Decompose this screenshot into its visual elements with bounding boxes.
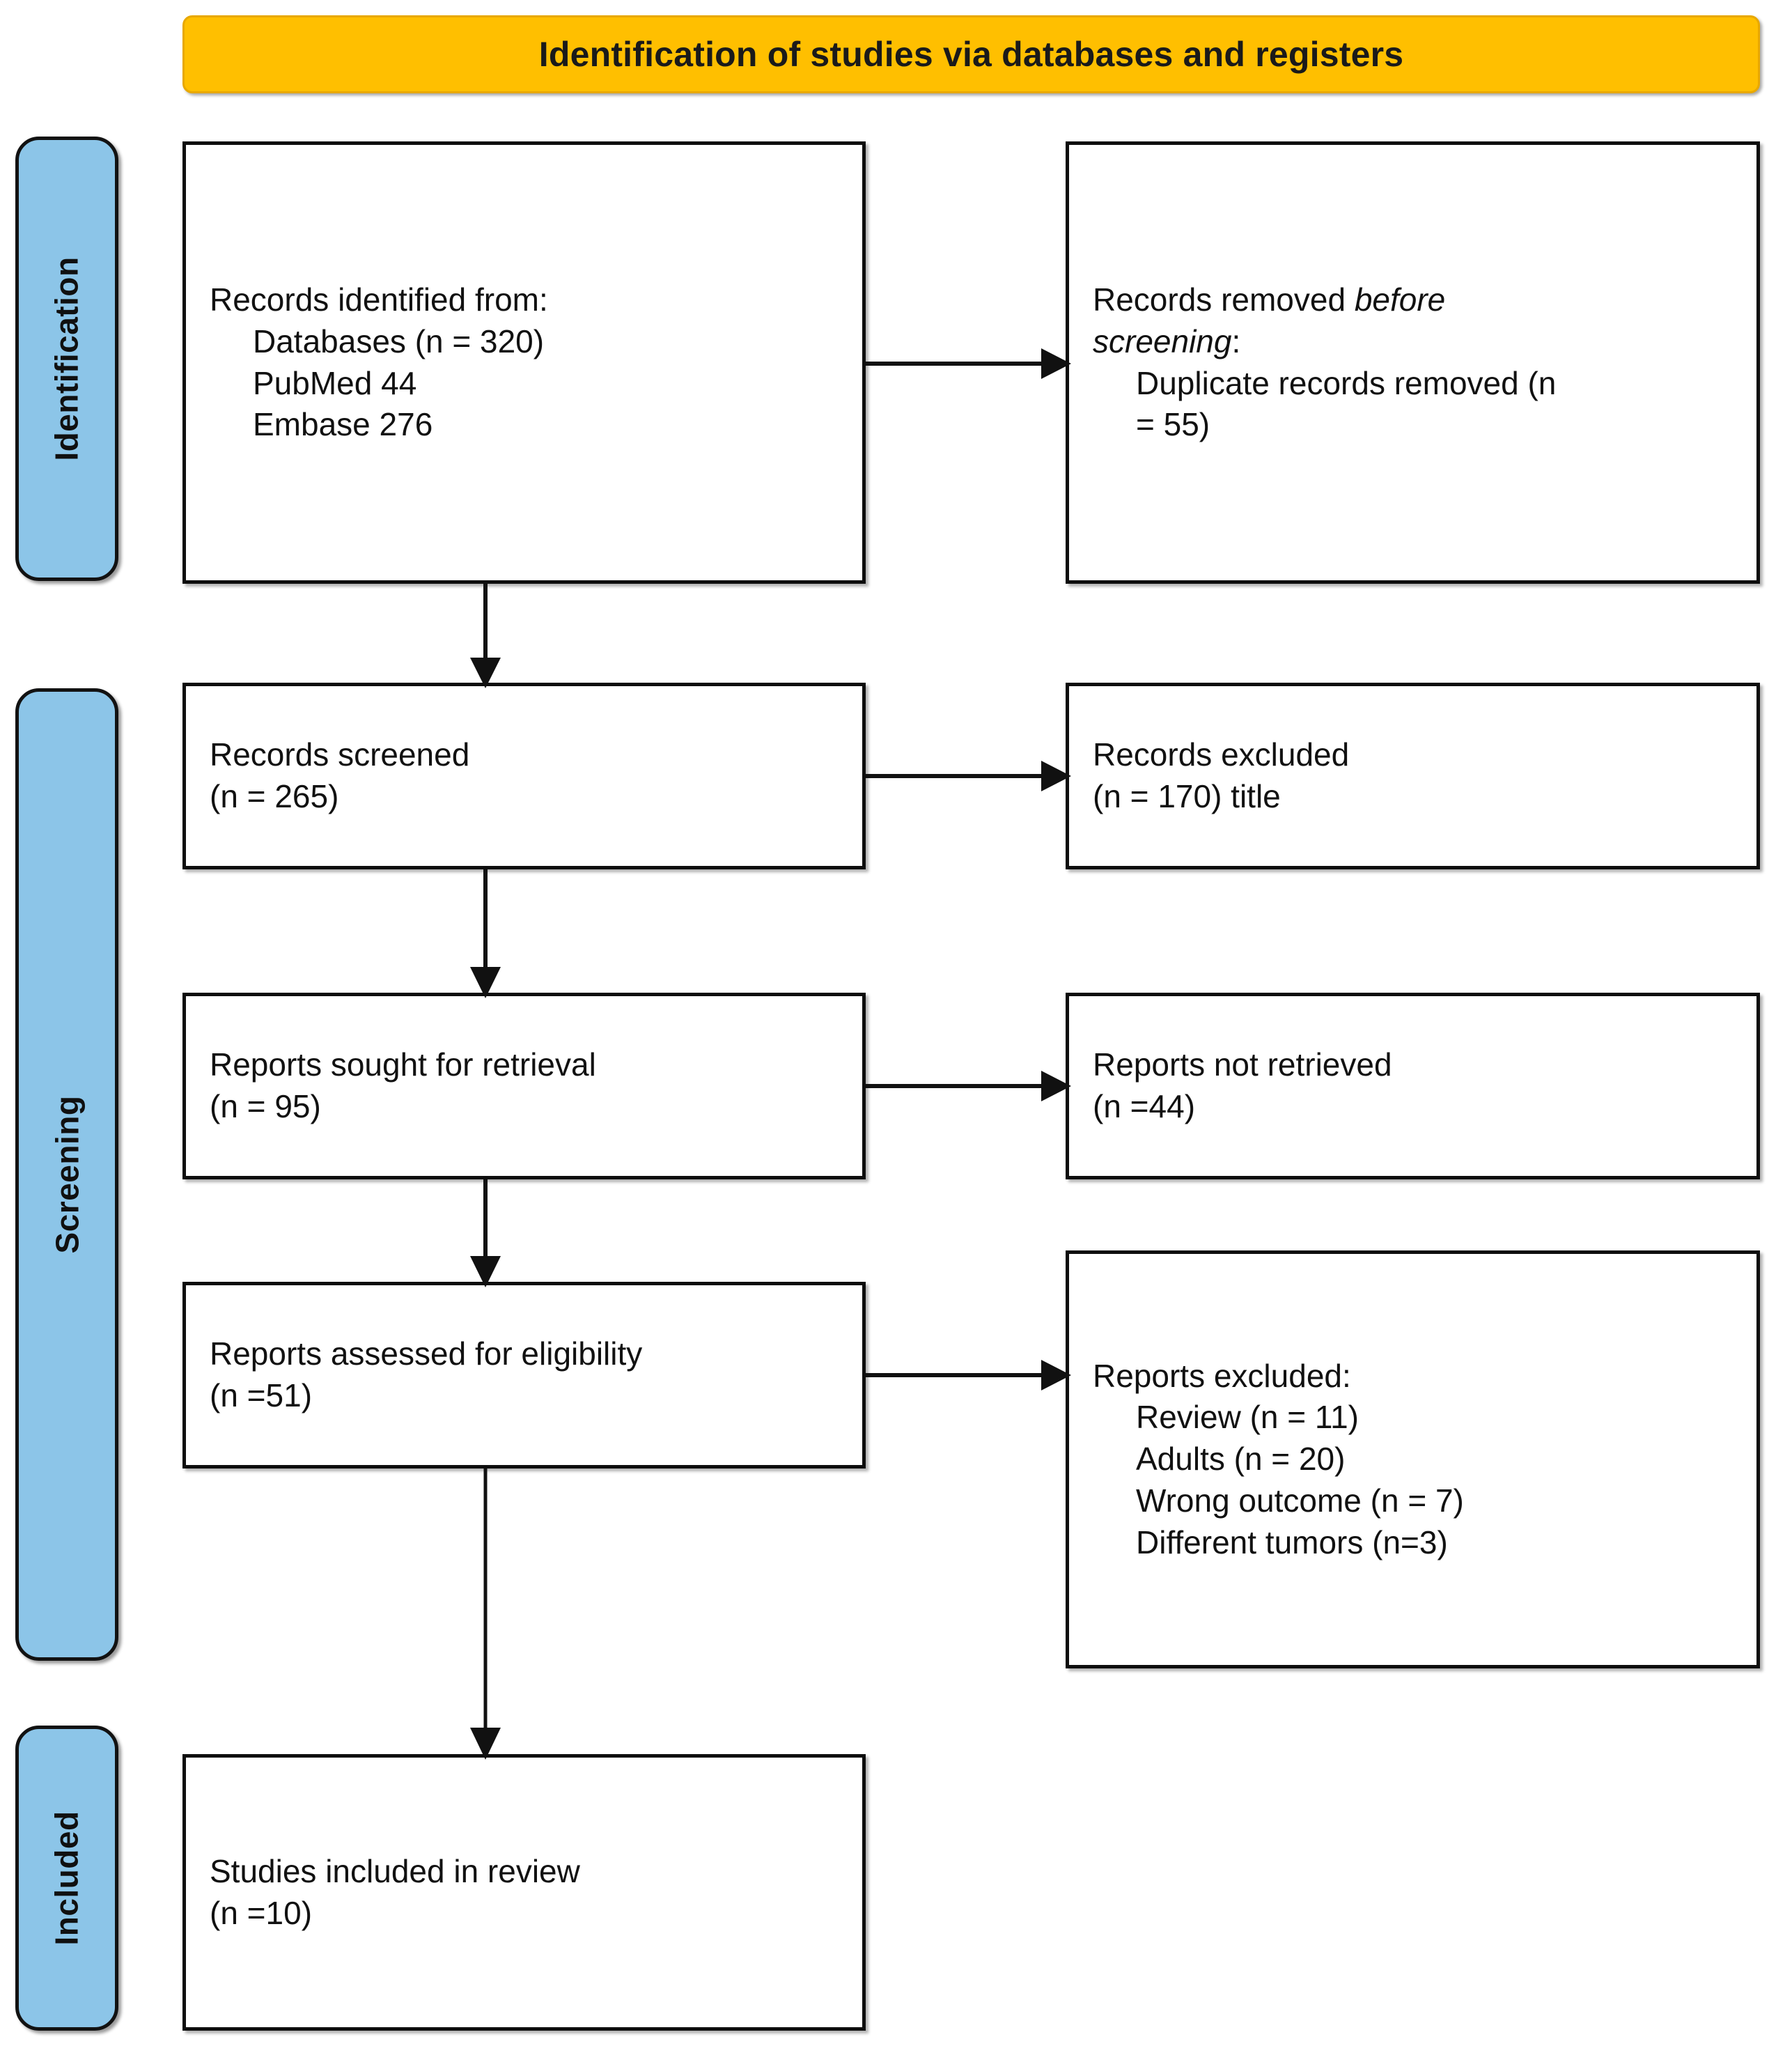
arrow-identified-to-removed (866, 341, 1071, 386)
box-records-screened-text: Records screened (n = 265) (186, 734, 862, 818)
reports-excluded-line-2: Review (n = 11) (1136, 1399, 1359, 1436)
records-removed-line-4: = 55) (1136, 406, 1210, 443)
reports-sought-line-1: Reports sought for retrieval (210, 1046, 596, 1083)
records-removed-line-3: Duplicate records removed (n (1136, 364, 1557, 401)
records-screened-line-2: (n = 265) (210, 778, 339, 814)
box-records-identified-text: Records identified from: Databases (n = … (186, 279, 862, 446)
box-studies-included-text: Studies included in review (n =10) (186, 1851, 862, 1935)
arrow-identified-to-screened (463, 584, 508, 688)
arrow-screened-to-excluded (866, 754, 1071, 798)
records-removed-line-2: screening: (1093, 321, 1733, 363)
stage-label-included: Included (15, 1726, 118, 2031)
box-reports-excluded-reasons-text: Reports excluded: Review (n = 11) Adults… (1069, 1356, 1756, 1564)
reports-assessed-line-2: (n =51) (210, 1377, 313, 1413)
records-excluded-title-line-2: (n = 170) title (1093, 778, 1281, 814)
reports-excluded-line-5: Different tumors (n=3) (1136, 1524, 1448, 1560)
records-identified-line-1: Records identified from: (210, 281, 548, 318)
box-reports-not-retrieved-text: Reports not retrieved (n =44) (1069, 1044, 1756, 1128)
arrow-assessed-to-excluded-reasons (866, 1353, 1071, 1397)
box-reports-excluded-reasons: Reports excluded: Review (n = 11) Adults… (1066, 1250, 1760, 1668)
records-removed-line-1-italic: before (1354, 281, 1446, 318)
records-screened-line-1: Records screened (210, 736, 470, 773)
records-removed-line-1: Records removed before (1093, 279, 1733, 321)
diagram-title: Identification of studies via databases … (538, 35, 1404, 74)
reports-not-retrieved-line-1: Reports not retrieved (1093, 1046, 1392, 1083)
studies-included-line-1: Studies included in review (210, 1852, 580, 1889)
arrow-screened-to-sought (463, 869, 508, 998)
box-reports-not-retrieved: Reports not retrieved (n =44) (1066, 993, 1760, 1179)
diagram-header-banner: Identification of studies via databases … (182, 15, 1760, 93)
box-records-excluded-title-text: Records excluded (n = 170) title (1069, 734, 1756, 818)
records-identified-line-3: PubMed 44 (253, 364, 417, 401)
stage-label-screening-text: Screening (49, 1095, 86, 1254)
records-removed-line-2-italic: screening (1093, 323, 1232, 359)
arrow-sought-to-not-retrieved (866, 1064, 1071, 1108)
records-removed-line-2-tail: : (1231, 323, 1241, 359)
stage-label-identification: Identification (15, 137, 118, 581)
box-reports-assessed-text: Reports assessed for eligibility (n =51) (186, 1333, 862, 1417)
reports-excluded-line-4: Wrong outcome (n = 7) (1136, 1482, 1464, 1519)
box-records-identified: Records identified from: Databases (n = … (182, 141, 866, 584)
reports-sought-line-2: (n = 95) (210, 1088, 321, 1124)
records-excluded-title-line-1: Records excluded (1093, 736, 1350, 773)
stage-label-included-text: Included (49, 1811, 85, 1946)
arrow-assessed-to-included (463, 1468, 508, 1760)
records-identified-line-4: Embase 276 (253, 406, 433, 443)
studies-included-line-2: (n =10) (210, 1894, 313, 1931)
box-records-screened: Records screened (n = 265) (182, 683, 866, 869)
box-studies-included-in-review: Studies included in review (n =10) (182, 1754, 866, 2031)
reports-assessed-line-1: Reports assessed for eligibility (210, 1335, 643, 1372)
records-identified-line-2: Databases (n = 320) (253, 323, 545, 359)
records-removed-line-1-head: Records removed (1093, 281, 1355, 318)
arrow-sought-to-assessed (463, 1179, 508, 1287)
box-reports-sought-text: Reports sought for retrieval (n = 95) (186, 1044, 862, 1128)
stage-label-screening: Screening (15, 688, 118, 1661)
reports-excluded-line-1: Reports excluded: (1093, 1357, 1351, 1394)
box-reports-sought-for-retrieval: Reports sought for retrieval (n = 95) (182, 993, 866, 1179)
box-reports-assessed-for-eligibility: Reports assessed for eligibility (n =51) (182, 1282, 866, 1468)
stage-label-identification-text: Identification (49, 256, 86, 461)
box-records-removed-text: Records removed before screening: Duplic… (1069, 279, 1756, 446)
reports-not-retrieved-line-2: (n =44) (1093, 1088, 1196, 1124)
box-records-excluded-title: Records excluded (n = 170) title (1066, 683, 1760, 869)
box-records-removed-before-screening: Records removed before screening: Duplic… (1066, 141, 1760, 584)
reports-excluded-line-3: Adults (n = 20) (1136, 1441, 1346, 1478)
